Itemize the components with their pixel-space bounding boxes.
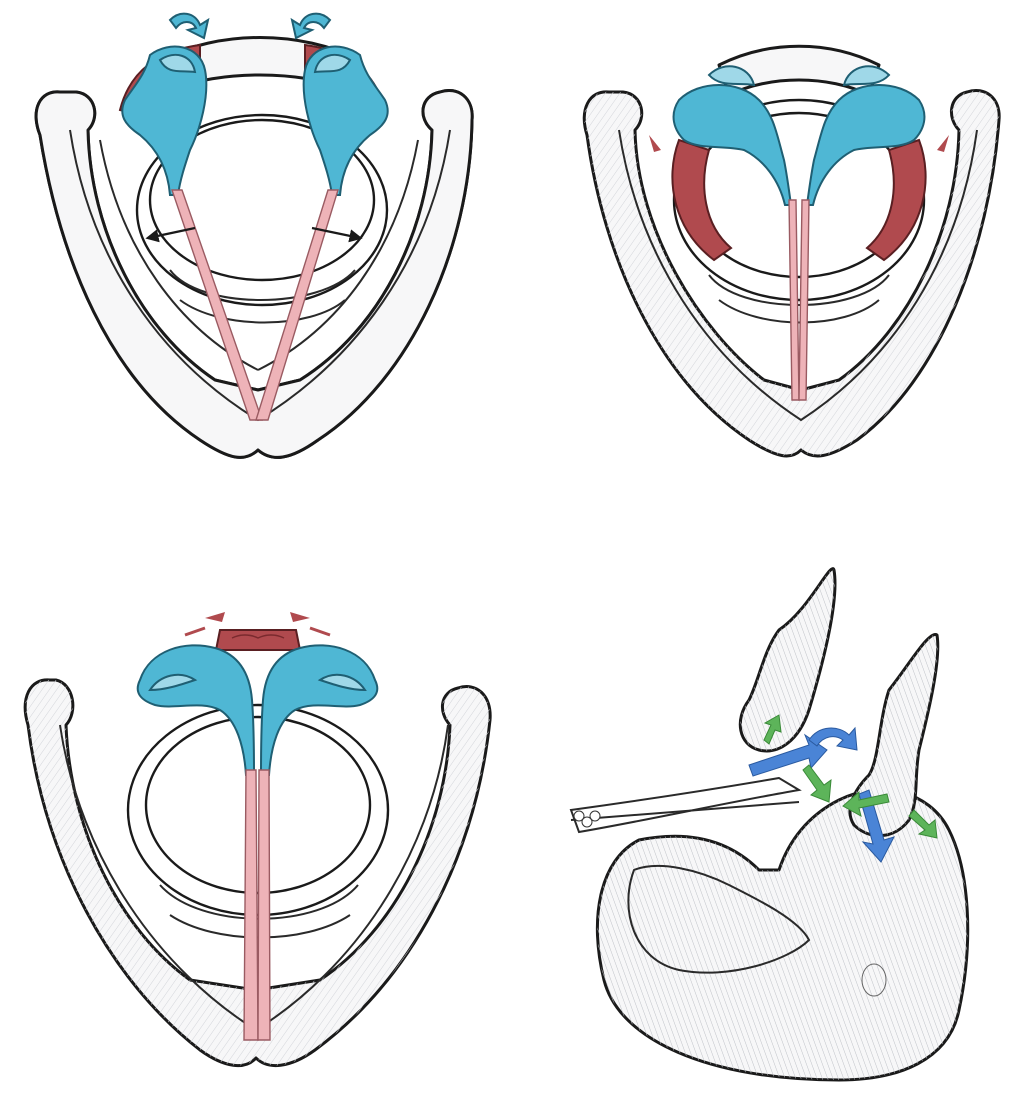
rotation-arrow-right	[292, 14, 330, 38]
panel-arytenoid-3d	[509, 540, 1018, 1099]
contraction-arrow-right	[937, 135, 949, 152]
larynx-interarytenoid-diagram	[0, 540, 509, 1099]
panel-interarytenoid	[0, 540, 509, 1099]
larynx-adducted-diagram	[509, 0, 1018, 540]
arytenoid-cartilage-left	[138, 645, 254, 775]
panel-abducted	[0, 0, 509, 540]
contraction-arrow-left	[649, 135, 661, 152]
contraction-arrow-left	[205, 612, 225, 622]
lateral-cricoarytenoid-muscle-left	[672, 140, 731, 260]
interarytenoid-muscle	[216, 630, 300, 650]
vocal-fold-right	[258, 770, 270, 1040]
vocal-fold-right	[799, 200, 809, 400]
vocal-fold-left	[244, 770, 258, 1040]
green-arrow-1	[803, 765, 831, 802]
contraction-arrow-right	[290, 612, 310, 622]
lateral-cricoarytenoid-muscle-right	[867, 140, 926, 260]
panel-adducted	[509, 0, 1018, 540]
arytenoid-3d-diagram	[509, 540, 1018, 1099]
larynx-abducted-diagram	[0, 0, 509, 540]
rotation-arrow-left	[170, 14, 208, 38]
arytenoid-cartilage-right	[261, 645, 377, 775]
vocal-fold-left	[789, 200, 799, 400]
